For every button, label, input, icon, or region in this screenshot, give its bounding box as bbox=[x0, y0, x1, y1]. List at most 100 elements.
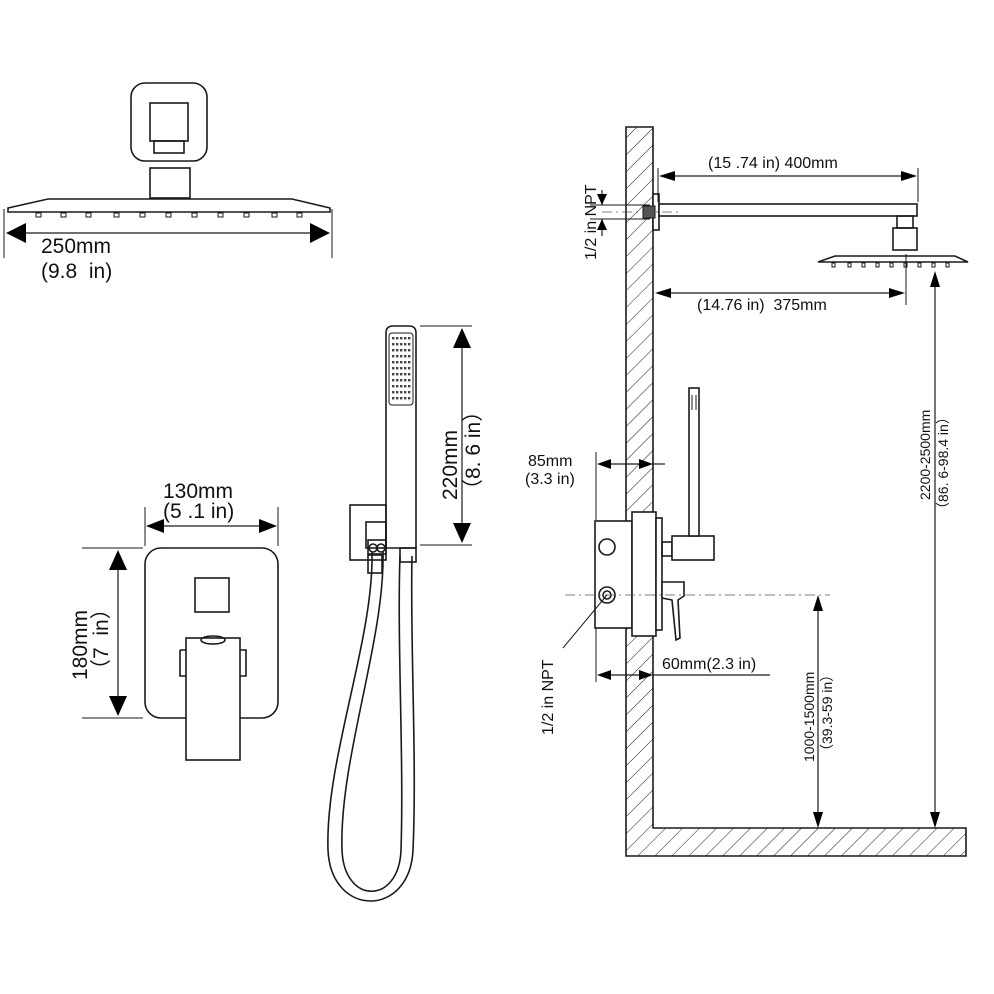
spray-nozzle bbox=[396, 391, 399, 394]
spray-nozzle bbox=[400, 337, 403, 340]
holder-bracket bbox=[365, 521, 387, 549]
spray-nozzle bbox=[392, 343, 395, 346]
spray-nozzle bbox=[392, 385, 395, 388]
arm-ball-joint bbox=[892, 227, 918, 251]
spray-nozzle bbox=[408, 367, 411, 370]
spray-nozzle bbox=[404, 385, 407, 388]
arm-length-dimension bbox=[657, 168, 919, 202]
head-height-mm: 2200-2500mm bbox=[917, 410, 933, 500]
top-inlet-npt-label: 1/2 in NPT bbox=[583, 184, 600, 260]
spray-nozzle bbox=[408, 397, 411, 400]
valve-offset-label: 60mm(2.3 in) bbox=[662, 656, 756, 673]
hand-shower-bracket bbox=[671, 535, 715, 561]
valve-body-assembly bbox=[565, 387, 830, 642]
spray-nozzle bbox=[400, 349, 403, 352]
head-height-dimension bbox=[930, 271, 940, 828]
valve-lever bbox=[185, 637, 241, 761]
spray-nozzle bbox=[396, 379, 399, 382]
spray-nozzle bbox=[400, 367, 403, 370]
wall-hatched-section bbox=[625, 126, 967, 857]
valve-plate-height-in: （7 in） bbox=[90, 598, 113, 680]
hose-nut-right bbox=[376, 543, 386, 553]
valve-top-port bbox=[598, 538, 616, 556]
spray-nozzle bbox=[408, 349, 411, 352]
spray-nozzle bbox=[400, 373, 403, 376]
spray-nozzle bbox=[392, 367, 395, 370]
diverter-button bbox=[194, 577, 230, 613]
shower-arm bbox=[658, 203, 918, 217]
shower-arm-assembly bbox=[602, 193, 969, 268]
side-valve-lever bbox=[661, 581, 685, 642]
wall-section bbox=[625, 126, 967, 857]
valve-height-in: （39.3-59 in） bbox=[819, 668, 835, 758]
side-shower-head bbox=[817, 255, 969, 263]
spray-nozzles bbox=[35, 212, 303, 218]
head-offset-dimension bbox=[655, 254, 907, 305]
spray-nozzle bbox=[392, 373, 395, 376]
spray-nozzle bbox=[408, 361, 411, 364]
valve-plate-height-mm: 180mm bbox=[69, 610, 92, 680]
hose-end-right bbox=[399, 547, 417, 563]
spray-face-nozzles bbox=[392, 337, 411, 400]
side-shower-nozzles bbox=[831, 262, 950, 268]
spray-nozzle bbox=[408, 355, 411, 358]
hand-shower-outlet bbox=[661, 541, 673, 557]
shower-head-plate bbox=[7, 198, 331, 213]
arm-square bbox=[149, 102, 189, 142]
arm-length-label: (15 .74 in) 400mm bbox=[708, 155, 838, 172]
arm-collar bbox=[153, 140, 185, 154]
spray-nozzle bbox=[396, 367, 399, 370]
hand-shower-length-in: （8. 6 in） bbox=[462, 401, 485, 500]
valve-trim-plate bbox=[144, 547, 279, 761]
spray-nozzle bbox=[404, 349, 407, 352]
valve-trim-edge bbox=[655, 517, 663, 631]
shower-hose-outer bbox=[327, 551, 416, 902]
spray-nozzle bbox=[404, 355, 407, 358]
spray-nozzle bbox=[392, 355, 395, 358]
spray-nozzle bbox=[392, 391, 395, 394]
valve-inlet-npt-label: 1/2 in NPT bbox=[540, 659, 557, 735]
side-hand-shower bbox=[688, 387, 700, 537]
spray-nozzle bbox=[400, 361, 403, 364]
lever-base bbox=[179, 649, 247, 677]
spray-nozzle bbox=[408, 379, 411, 382]
valve-plate-height-dimension bbox=[82, 547, 143, 719]
spray-nozzle bbox=[396, 355, 399, 358]
valve-depth-in: (3.3 in) bbox=[525, 471, 575, 488]
shower-hose-inner bbox=[341, 551, 403, 892]
spray-nozzle bbox=[404, 373, 407, 376]
spray-nozzle bbox=[408, 343, 411, 346]
lever-cap bbox=[200, 635, 226, 645]
spray-nozzle bbox=[408, 337, 411, 340]
wall-flange bbox=[130, 82, 208, 162]
spray-nozzle bbox=[400, 379, 403, 382]
spray-nozzle bbox=[404, 361, 407, 364]
spray-nozzle bbox=[396, 373, 399, 376]
valve-rough-body bbox=[594, 520, 633, 629]
valve-plate-width-in: (5 .1 in) bbox=[163, 500, 234, 523]
valve-height-dimension bbox=[813, 595, 823, 828]
spray-nozzle bbox=[400, 385, 403, 388]
spray-nozzle bbox=[408, 385, 411, 388]
shower-head-front-view bbox=[7, 82, 331, 218]
spray-nozzle bbox=[400, 397, 403, 400]
top-inlet-npt-dimension bbox=[590, 190, 650, 236]
spray-nozzle bbox=[404, 379, 407, 382]
hand-shower-length-mm: 220mm bbox=[439, 430, 462, 500]
spray-nozzle bbox=[404, 367, 407, 370]
hose-end-left bbox=[367, 554, 383, 574]
hand-shower-handle bbox=[385, 325, 417, 549]
spray-nozzle bbox=[408, 391, 411, 394]
valve-height-mm: 1000-1500mm bbox=[801, 672, 817, 762]
spray-nozzle bbox=[404, 397, 407, 400]
spray-nozzle bbox=[392, 349, 395, 352]
valve-depth-dimension bbox=[595, 452, 665, 520]
spray-face bbox=[388, 332, 414, 406]
spray-nozzle bbox=[396, 397, 399, 400]
hand-shower bbox=[327, 325, 417, 902]
spray-nozzle bbox=[400, 355, 403, 358]
spray-nozzle bbox=[392, 379, 395, 382]
valve-depth-mm: 85mm bbox=[528, 453, 572, 470]
spray-nozzle bbox=[404, 337, 407, 340]
hose-connector bbox=[367, 539, 387, 555]
